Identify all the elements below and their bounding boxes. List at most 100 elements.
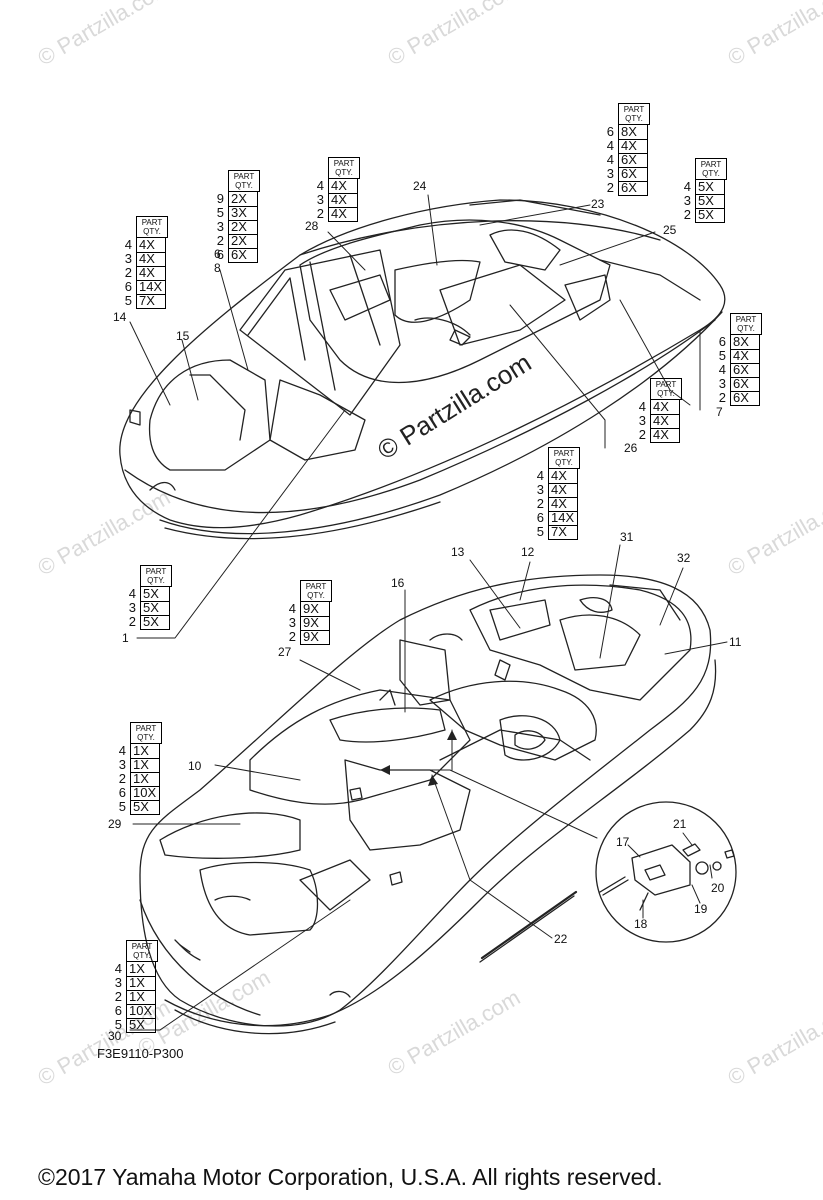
- qty-value: 6X: [228, 248, 258, 263]
- qty-code: 5: [536, 524, 544, 539]
- qty-value: 4X: [548, 483, 578, 498]
- qty-code: 6: [118, 785, 126, 800]
- qty-value: 10X: [130, 786, 160, 801]
- qty-code: 2: [118, 771, 126, 786]
- callout-label: 18: [634, 917, 648, 931]
- qty-value: 4X: [730, 349, 760, 364]
- qty-value: 4X: [328, 179, 358, 194]
- qty-code: 9: [216, 191, 224, 206]
- callout-label: 17: [616, 835, 630, 849]
- qty-code: 4: [638, 399, 646, 414]
- qty-value: 4X: [136, 238, 166, 253]
- qty-value: 5X: [695, 194, 725, 209]
- qty-code: 4: [606, 152, 614, 167]
- qty-value: 4X: [136, 252, 166, 267]
- qty-value: 4X: [650, 414, 680, 429]
- qty-value: 4X: [548, 469, 578, 484]
- qty-value: 1X: [126, 976, 156, 991]
- qty-code: 6: [606, 124, 614, 139]
- qty-value: 5X: [140, 601, 170, 616]
- qty-value: 4X: [650, 428, 680, 443]
- qty-value: 4X: [328, 207, 358, 222]
- callout-label: 16: [391, 576, 405, 590]
- callout-label: 32: [677, 551, 691, 565]
- qty-code: 3: [288, 615, 296, 630]
- qty-code: 2: [124, 265, 132, 280]
- upper-boat-hull: [119, 199, 726, 540]
- qty-code: 6: [718, 334, 726, 349]
- qty-code: 6: [536, 510, 544, 525]
- qty-code: 5: [118, 799, 126, 814]
- qty-value: 6X: [618, 167, 648, 182]
- qty-code: 4: [114, 961, 122, 976]
- qty-value: 9X: [300, 616, 330, 631]
- callout-label: 20: [711, 881, 725, 895]
- callout-label: 13: [451, 545, 465, 559]
- callout-label: 26: [624, 441, 638, 455]
- qty-code: 6: [216, 247, 224, 262]
- qty-value: 14X: [548, 511, 578, 526]
- callout-label: 27: [278, 645, 292, 659]
- callout-label: 22: [554, 932, 568, 946]
- qty-code: 4: [288, 601, 296, 616]
- callout-label: 23: [591, 197, 605, 211]
- qty-code: 5: [124, 293, 132, 308]
- qty-code: 4: [718, 362, 726, 377]
- qty-code: 4: [536, 468, 544, 483]
- qty-value: 5X: [130, 800, 160, 815]
- qty-value: 2X: [228, 192, 258, 207]
- qty-value: 6X: [730, 377, 760, 392]
- qty-code: 2: [216, 233, 224, 248]
- callout-label: 15: [176, 329, 190, 343]
- qty-value: 4X: [548, 497, 578, 512]
- qty-value: 5X: [140, 587, 170, 602]
- qty-code: 6: [114, 1003, 122, 1018]
- callout-label: 21: [673, 817, 687, 831]
- qty-code: 2: [683, 207, 691, 222]
- callout-label: 12: [521, 545, 535, 559]
- qty-code: 3: [536, 482, 544, 497]
- callout-label: 19: [694, 902, 708, 916]
- callout-label: 6: [214, 247, 221, 261]
- qty-code: 4: [128, 586, 136, 601]
- qty-code: 4: [683, 179, 691, 194]
- callout-label: 25: [663, 223, 677, 237]
- qty-value: 4X: [328, 193, 358, 208]
- qty-code: 4: [606, 138, 614, 153]
- qty-code: 3: [216, 219, 224, 234]
- callout-label: 24: [413, 179, 427, 193]
- qty-value: 1X: [126, 962, 156, 977]
- callout-label: 14: [113, 310, 127, 324]
- qty-value: 2X: [228, 234, 258, 249]
- qty-value: 9X: [300, 602, 330, 617]
- qty-value: 5X: [695, 208, 725, 223]
- callout-label: 28: [305, 219, 319, 233]
- qty-value: 4X: [136, 266, 166, 281]
- qty-code: 4: [118, 743, 126, 758]
- qty-code: 3: [316, 192, 324, 207]
- qty-code: 3: [128, 600, 136, 615]
- callout-label: 31: [620, 530, 634, 544]
- qty-code: 3: [638, 413, 646, 428]
- qty-code: 6: [124, 279, 132, 294]
- qty-code: 2: [536, 496, 544, 511]
- qty-value: 6X: [618, 153, 648, 168]
- qty-value: 7X: [548, 525, 578, 540]
- qty-code: 3: [118, 757, 126, 772]
- callout-label: 1: [122, 631, 129, 645]
- qty-code: 2: [638, 427, 646, 442]
